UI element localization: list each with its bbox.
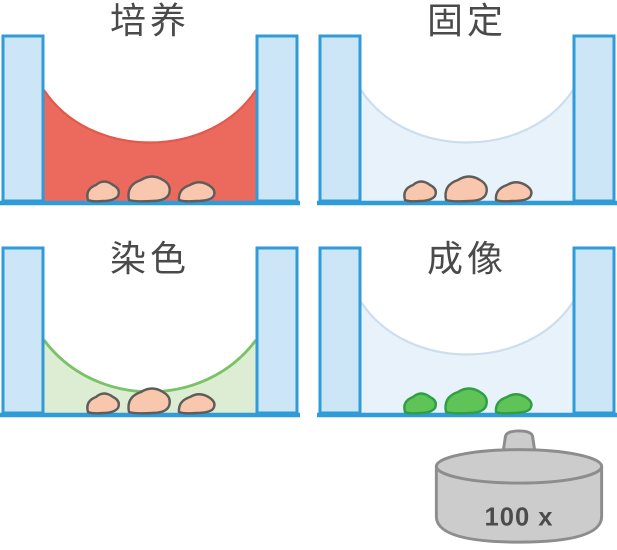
fixative-liquid bbox=[361, 90, 573, 201]
lens-magnification-label: 100 x bbox=[485, 503, 554, 531]
culture-medium-liquid bbox=[44, 90, 256, 201]
lens-top-face bbox=[434, 448, 604, 485]
panel-imaging: 成像 bbox=[317, 212, 617, 424]
well-wall-right bbox=[572, 34, 616, 203]
well-imaging bbox=[317, 246, 617, 418]
well-culture bbox=[0, 34, 300, 206]
panel-culture: 培养 bbox=[0, 0, 300, 212]
well-wall-right bbox=[255, 34, 299, 203]
meniscus-line bbox=[360, 301, 574, 356]
well-wall-left bbox=[1, 34, 45, 203]
well-wall-left bbox=[318, 34, 362, 203]
panel-fixation: 固定 bbox=[317, 0, 617, 212]
well-fixation bbox=[317, 34, 617, 206]
meniscus-line bbox=[360, 89, 574, 144]
well-wall-left bbox=[1, 246, 45, 415]
panel-title-imaging: 成像 bbox=[426, 238, 507, 279]
objective-lens: 100 x bbox=[430, 426, 608, 548]
well-staining bbox=[0, 246, 300, 418]
panel-staining: 染色 bbox=[0, 212, 300, 424]
panel-title-culture: 培养 bbox=[109, 0, 190, 41]
lens-body bbox=[434, 464, 604, 544]
imaging-buffer-liquid bbox=[361, 302, 573, 413]
meniscus-line bbox=[43, 89, 257, 144]
panel-title-staining: 染色 bbox=[109, 238, 190, 279]
panel-title-fixation: 固定 bbox=[426, 0, 507, 41]
objective-lens-icon: 100 x bbox=[434, 429, 604, 544]
